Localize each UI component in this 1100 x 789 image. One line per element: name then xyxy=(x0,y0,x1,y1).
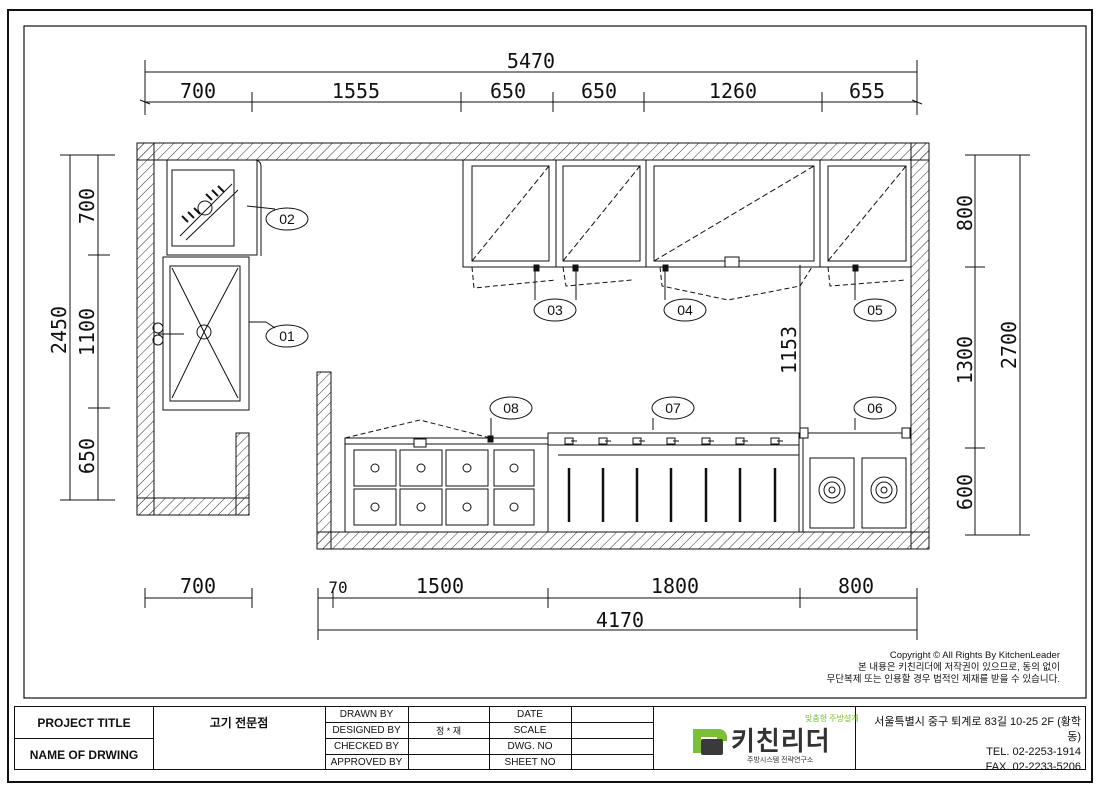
scale-label: SCALE xyxy=(513,724,547,736)
checked-by-label: CHECKED BY xyxy=(333,740,399,752)
dim-left-seg: 650 xyxy=(75,438,99,474)
title-block: PROJECT TITLE NAME OF DRWING 고기 전문점 DRAW… xyxy=(14,706,1086,773)
svg-text:06: 06 xyxy=(867,400,883,416)
callout-07 xyxy=(651,396,695,420)
svg-text:08: 08 xyxy=(503,400,519,416)
sheet-outer-border xyxy=(7,9,1093,783)
dim-right-seg: 800 xyxy=(953,195,977,231)
drawn-by-label: DRAWN BY xyxy=(339,709,394,720)
equipment-left xyxy=(152,159,262,411)
date-label: DATE xyxy=(517,709,543,720)
drawer-grid xyxy=(353,449,535,526)
burner-icon xyxy=(818,476,846,504)
dim-top-seg: 655 xyxy=(849,79,885,103)
company-fax: FAX. 02-2233-5206 xyxy=(985,761,1081,773)
callout-08 xyxy=(489,396,533,420)
dwg-no-label: DWG. NO xyxy=(507,740,553,752)
company-address: 서울특별시 중구 퇴계로 83길 10-25 2F (황학동) xyxy=(874,716,1081,743)
svg-text:07: 07 xyxy=(665,400,681,416)
dim-inner-vertical: 1153 xyxy=(777,326,801,374)
gas-range xyxy=(802,432,912,533)
copyright-notice: Copyright © All Rights By KitchenLeader … xyxy=(826,650,1060,686)
callout-01 xyxy=(265,324,309,348)
project-title-label: PROJECT TITLE xyxy=(37,715,131,730)
walls xyxy=(136,142,930,550)
company-logo: 맞춤형 주방설계 키친리더 주방시스템 전략연구소 xyxy=(687,713,859,765)
logo-main-text: 키친리더 xyxy=(731,727,831,757)
dim-right-seg: 1300 xyxy=(953,336,977,384)
dim-left-total: 2450 xyxy=(47,306,71,354)
logo-mark-icon xyxy=(693,729,727,755)
dim-top-seg: 650 xyxy=(490,79,526,103)
dim-bottom-total: 4170 xyxy=(596,608,644,632)
copyright-line: 무단복제 또는 인용할 경우 법적인 제재를 받을 수 있습니다. xyxy=(826,674,1060,685)
project-title-value: 고기 전문점 xyxy=(209,716,269,730)
callout-06 xyxy=(853,396,897,420)
dim-right-seg: 600 xyxy=(953,474,977,510)
drawing-name-label: NAME OF DRWING xyxy=(29,747,139,762)
svg-text:04: 04 xyxy=(677,302,693,318)
equipment-top-refrigerators xyxy=(462,159,912,301)
svg-text:05: 05 xyxy=(867,302,883,318)
copyright-line: Copyright © All Rights By KitchenLeader xyxy=(889,650,1060,661)
dim-top-seg: 1555 xyxy=(332,79,380,103)
logo-sub-text: 주방시스템 전략연구소 xyxy=(747,757,814,764)
dim-bottom-seg: 70 xyxy=(328,578,347,597)
dimension-lines xyxy=(60,60,1030,640)
callout-05 xyxy=(853,298,897,322)
dim-bottom-seg: 1800 xyxy=(651,574,699,598)
svg-text:01: 01 xyxy=(279,328,295,344)
dim-left-seg: 700 xyxy=(75,188,99,224)
company-contact: 서울특별시 중구 퇴계로 83길 10-25 2F (황학동) TEL. 02-… xyxy=(861,715,1081,775)
dimension-labels: 5470 700 1555 650 650 1260 655 2450 700 … xyxy=(47,49,1021,632)
company-tel: TEL. 02-2253-1914 xyxy=(986,746,1081,758)
copyright-line: 본 내용은 키친리더에 저작권이 있으므로, 동의 없이 xyxy=(857,662,1060,673)
sink-drain-icon xyxy=(196,324,212,340)
dim-bottom-seg: 700 xyxy=(180,574,216,598)
svg-text:02: 02 xyxy=(279,211,295,227)
grill-range xyxy=(547,432,800,533)
dim-top-seg: 650 xyxy=(581,79,617,103)
designer-value: 정 * 재 xyxy=(435,725,462,736)
dim-left-seg: 1100 xyxy=(75,308,99,356)
callout-02 xyxy=(265,207,309,231)
callouts xyxy=(246,205,897,437)
faucet-icon xyxy=(152,322,164,334)
dim-top-total: 5470 xyxy=(507,49,555,73)
dishwasher-rack xyxy=(171,169,235,247)
callout-labels: 01 02 03 04 05 06 07 08 xyxy=(279,211,883,416)
callout-04 xyxy=(663,298,707,322)
dim-top-seg: 700 xyxy=(180,79,216,103)
dim-bottom-seg: 800 xyxy=(838,574,874,598)
logo-badge: 맞춤형 주방설계 xyxy=(805,714,859,723)
burner-icon xyxy=(870,476,898,504)
sheet-no-label: SHEET NO xyxy=(504,756,556,768)
dim-bottom-seg: 1500 xyxy=(416,574,464,598)
drawing-frame xyxy=(23,25,1087,699)
dim-right-total: 2700 xyxy=(997,321,1021,369)
approved-by-label: APPROVED BY xyxy=(330,756,403,768)
sprayer-icon xyxy=(179,183,239,241)
dim-top-seg: 1260 xyxy=(709,79,757,103)
svg-text:03: 03 xyxy=(547,302,563,318)
callout-03 xyxy=(533,298,577,322)
designed-by-label: DESIGNED BY xyxy=(332,724,401,736)
